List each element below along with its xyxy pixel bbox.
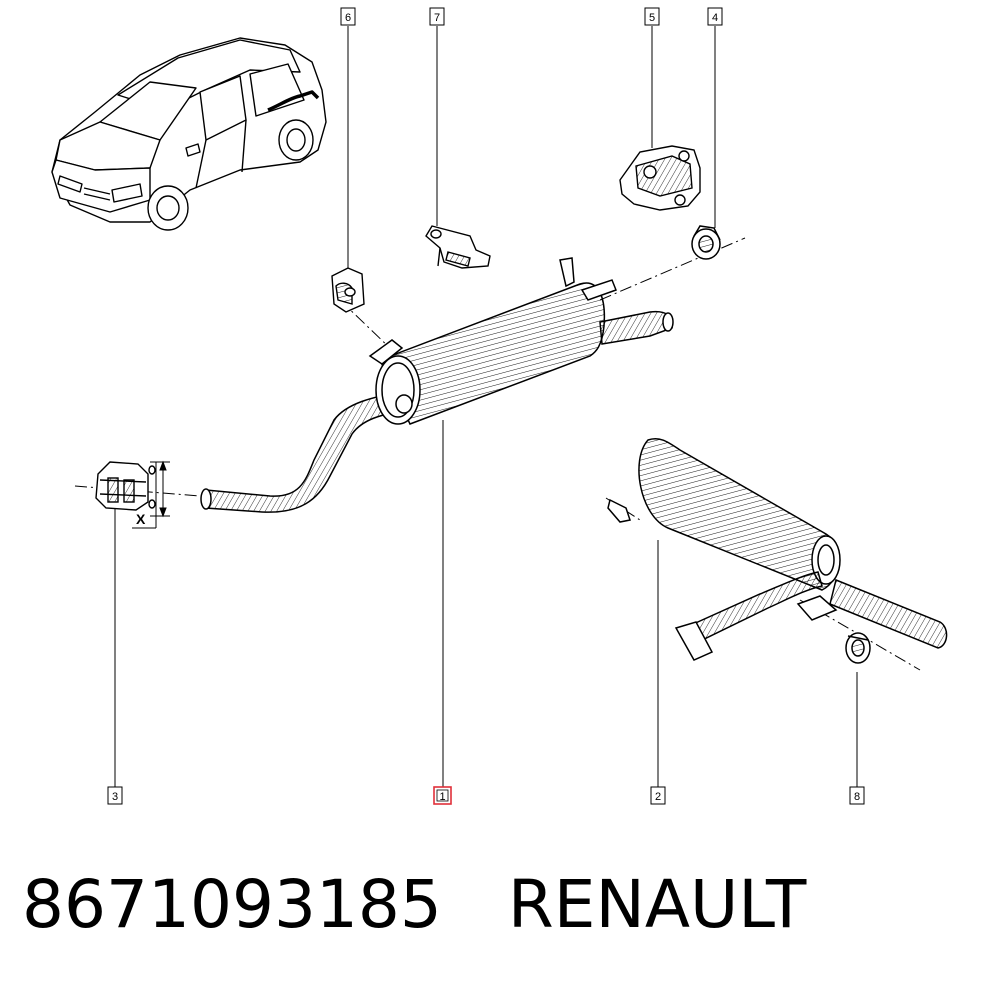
svg-text:7: 7 <box>434 12 440 24</box>
part-7-hanger-bracket <box>425 225 491 269</box>
callout-6: 6 <box>340 7 356 26</box>
callout-4: 4 <box>707 7 723 26</box>
part-3-clamp <box>95 461 156 511</box>
part-5-bracket <box>619 145 701 211</box>
part-number: 8671093185 <box>22 866 442 943</box>
leader-lines <box>114 26 858 787</box>
exhaust-diagram: X 6 7 5 4 3 <box>51 7 948 805</box>
dimension-x <box>132 460 170 529</box>
part-8-ring-mount <box>845 632 871 664</box>
brand-name: RENAULT <box>507 866 807 943</box>
svg-text:1: 1 <box>439 791 445 803</box>
callout-5: 5 <box>644 7 660 26</box>
svg-text:4: 4 <box>712 12 718 24</box>
part-6-rubber-mount <box>331 267 365 313</box>
part-4-ring-mount <box>691 225 721 260</box>
callout-7: 7 <box>429 7 445 26</box>
svg-text:2: 2 <box>655 791 661 803</box>
part-1-muffler-assembly <box>200 257 674 513</box>
callout-1[interactable]: 1 <box>433 786 452 805</box>
car-illustration <box>51 37 327 231</box>
part-caption: 8671093185 RENAULT <box>22 860 806 950</box>
callout-8: 8 <box>849 786 865 805</box>
callout-3: 3 <box>107 786 123 805</box>
svg-text:6: 6 <box>345 12 351 24</box>
dimension-x-label: X <box>136 511 146 527</box>
callout-2: 2 <box>650 786 666 805</box>
svg-text:3: 3 <box>112 791 118 803</box>
svg-text:8: 8 <box>854 791 860 803</box>
center-lines <box>74 237 921 671</box>
part-2-silencer-alt <box>607 438 948 661</box>
svg-text:5: 5 <box>649 12 655 24</box>
